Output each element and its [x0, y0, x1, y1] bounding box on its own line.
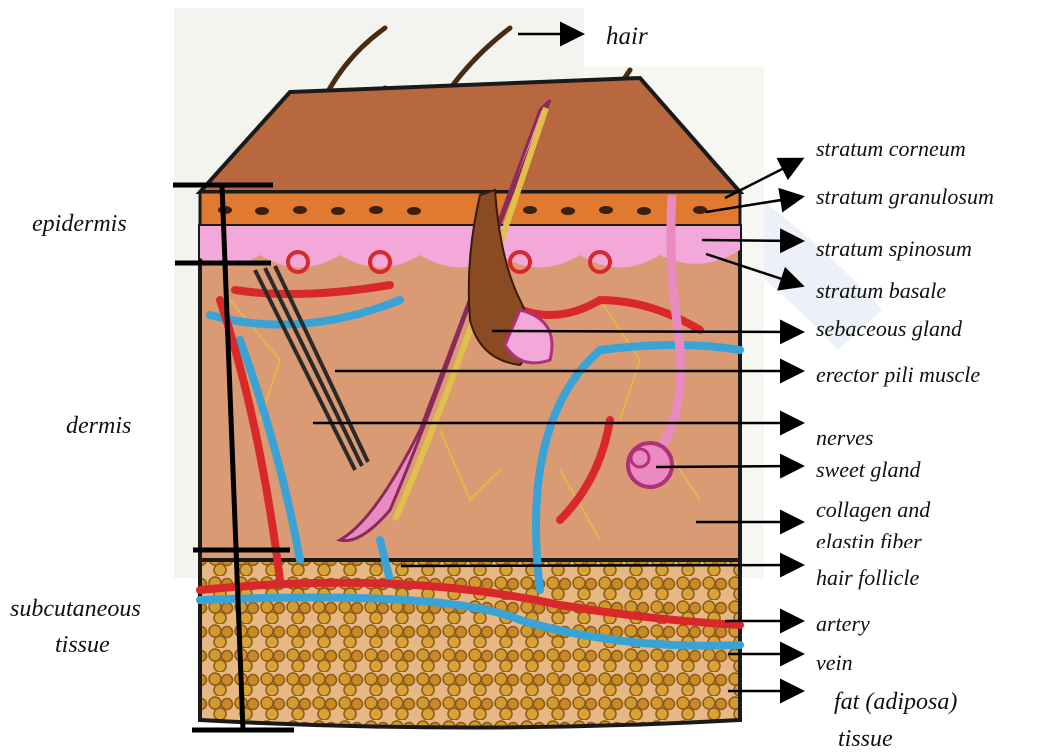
label-hair: hair	[606, 24, 648, 49]
label-stratum-spinosum: stratum spinosum	[816, 238, 972, 260]
label-stratum-basale: stratum basale	[816, 280, 946, 302]
label-stratum-corneum: stratum corneum	[816, 138, 966, 160]
label-vein: vein	[816, 652, 853, 674]
label-hair-follicle: hair follicle	[816, 567, 919, 589]
label-elastin-fiber: elastin fiber	[816, 531, 922, 548]
label-artery: artery	[816, 613, 870, 635]
label-fat-tissue: tissue	[838, 727, 893, 751]
label-dermis: dermis	[66, 414, 131, 438]
label-stratum-granulosum: stratum granulosum	[816, 186, 994, 208]
label-sebaceous-gland: sebaceous gland	[816, 318, 962, 340]
label-collagen: collagen and	[816, 499, 930, 521]
label-fat: fat (adiposa)	[834, 690, 957, 714]
label-subcutaneous-tissue: tissue	[55, 633, 110, 657]
label-epidermis: epidermis	[32, 212, 127, 236]
label-nerves: nerves	[816, 427, 873, 449]
label-sweet-gland: sweet gland	[816, 459, 921, 481]
label-subcutaneous: subcutaneous	[10, 597, 141, 621]
label-erector-pili-muscle: erector pili muscle	[816, 364, 980, 386]
